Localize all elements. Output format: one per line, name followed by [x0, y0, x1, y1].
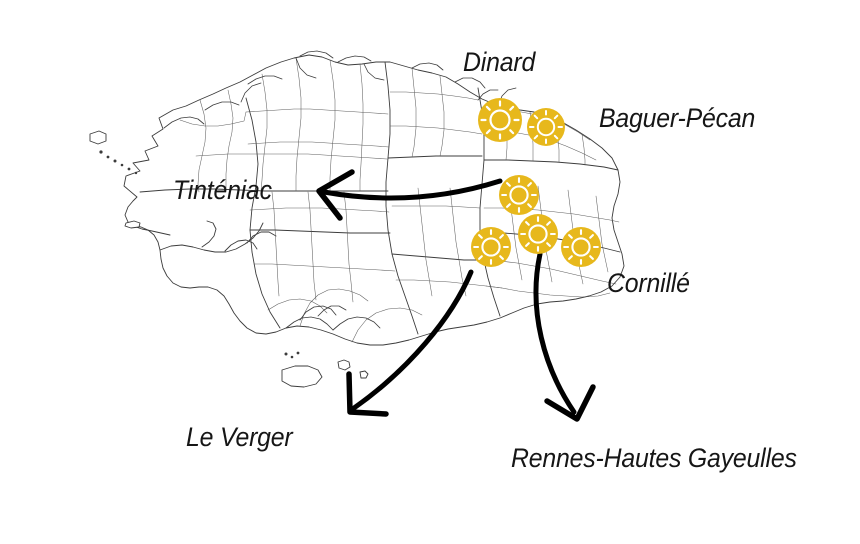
peninsula-crozon: [132, 225, 171, 236]
sun-icon[interactable]: [499, 175, 539, 215]
island-small-1: [337, 359, 351, 371]
sun-icon[interactable]: [561, 227, 601, 267]
commune-boundaries: [179, 57, 620, 343]
island-ouessant: [89, 130, 107, 145]
coastline-south-detail: [285, 305, 381, 331]
arrow-to-leverger: [346, 269, 474, 417]
island-belle-ile: [281, 365, 323, 388]
sun-icon[interactable]: [527, 108, 565, 146]
place-label-rennes-hautes-gayeulles: Rennes-Hautes Gayeulles: [511, 443, 797, 473]
sun-icon[interactable]: [478, 98, 522, 142]
ria-detail-2: [224, 239, 258, 252]
island-glenan: [284, 351, 300, 359]
sun-markers-group: [471, 98, 601, 267]
coastline-detail-west: [159, 222, 264, 253]
place-label-cornille: Cornillé: [607, 268, 690, 298]
arrow-to-tinteniac: [316, 169, 503, 221]
place-label-le-verger: Le Verger: [186, 422, 293, 452]
place-label-tinteniac: Tinténiac: [173, 175, 272, 205]
coastline-north-detail: [163, 50, 486, 129]
arrowhead: [316, 169, 355, 221]
arrowhead: [544, 384, 596, 422]
ria-detail-1: [201, 220, 217, 248]
sun-icon[interactable]: [518, 214, 558, 254]
arrow-to-rennes: [533, 251, 596, 422]
island-small-2: [359, 370, 369, 379]
sun-icon[interactable]: [471, 227, 511, 267]
arrow-group: [316, 169, 596, 422]
place-label-baguer-pecan: Baguer-Pécan: [599, 103, 756, 133]
place-label-dinard: Dinard: [463, 47, 536, 77]
island-sein: [124, 220, 141, 229]
arrowhead: [346, 371, 389, 417]
island-chain-molene: [99, 150, 138, 175]
